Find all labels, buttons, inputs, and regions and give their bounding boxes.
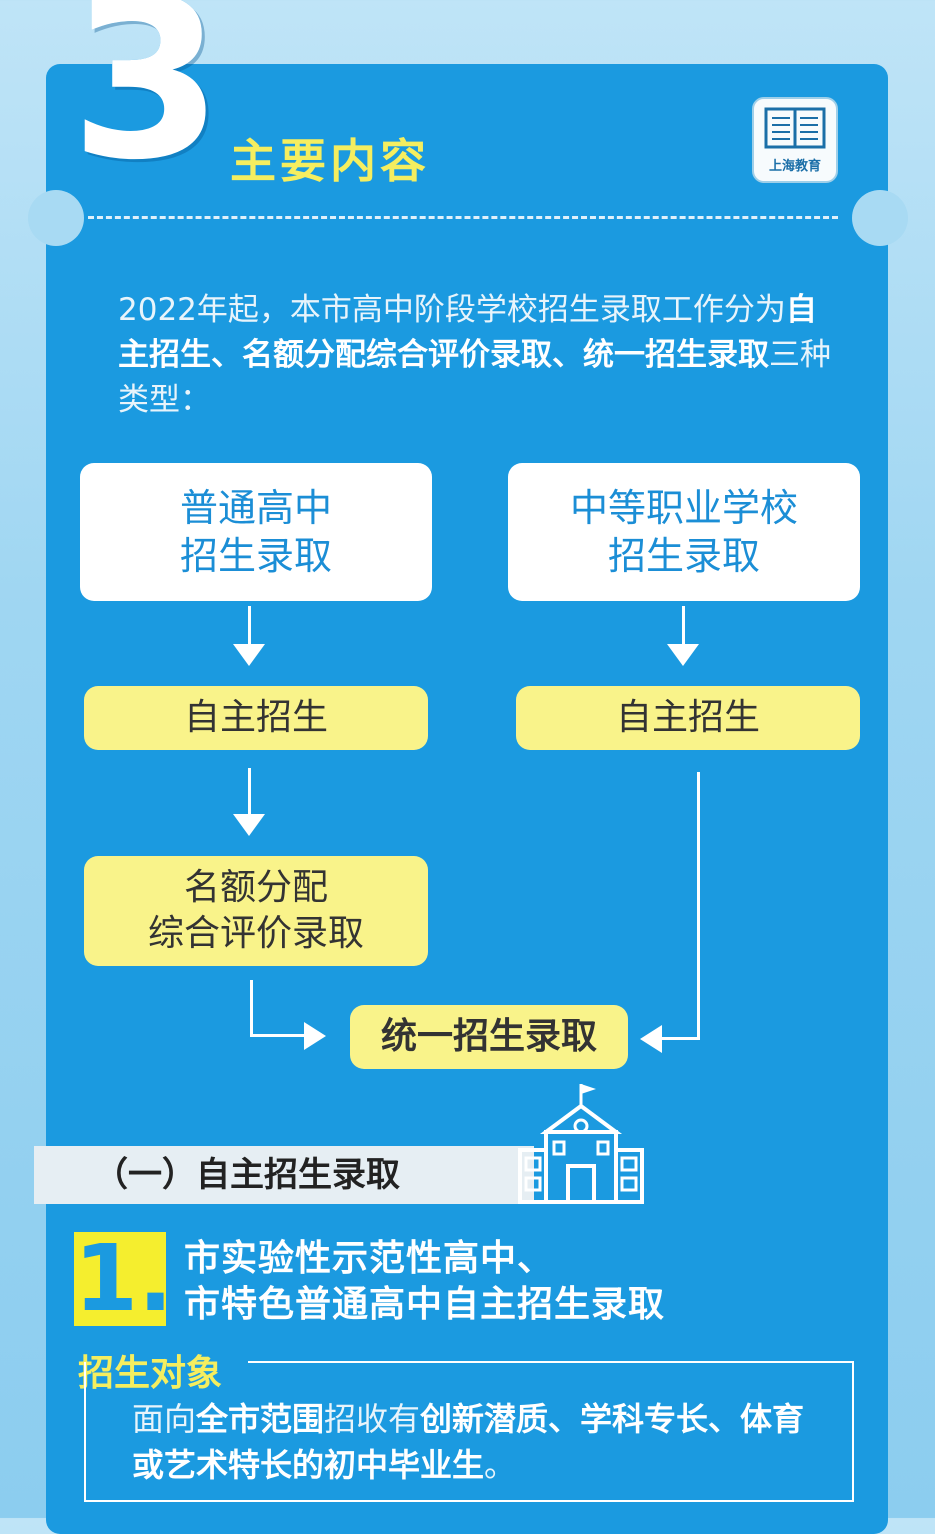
card-notch-right — [852, 190, 908, 246]
logo: 上海教育 — [752, 97, 838, 183]
intro-text-end: 三种类型： — [118, 337, 831, 418]
target-text: 招收有 — [324, 1400, 421, 1438]
box-label-line2: 综合评价录取 — [147, 913, 364, 954]
arrow-down-icon — [233, 814, 265, 836]
connector-line — [250, 980, 253, 1036]
section-title: 主要内容 — [230, 134, 430, 188]
frame-top-line — [248, 1361, 854, 1363]
box-general-high-school: 普通高中 招生录取 — [80, 463, 432, 601]
intro-text: 2022年起，本市高中阶段学校招生录取工作分为 — [118, 292, 786, 328]
subsection-banner: （一）自主招生录取 — [34, 1146, 534, 1204]
card-notch-left — [28, 190, 84, 246]
target-bold: 创新潜质、学科专长、体育或艺术特长的初中毕业生 — [132, 1400, 805, 1484]
dashed-divider — [88, 216, 838, 219]
box-label: 自主招生 — [183, 697, 328, 738]
connector-line — [250, 1034, 306, 1037]
box-label-line1: 名额分配 — [183, 867, 328, 908]
item-title: 市实验性示范性高中、 市特色普通高中自主招生录取 — [184, 1236, 665, 1328]
box-label-line2: 招生录取 — [179, 534, 332, 578]
school-building-icon — [518, 1084, 644, 1204]
target-description: 面向全市范围招收有创新潜质、学科专长、体育或艺术特长的初中毕业生。 — [132, 1396, 832, 1488]
target-text: 。 — [484, 1446, 517, 1484]
target-bold: 全市范围 — [196, 1400, 325, 1438]
item-title-line1: 市实验性示范性高中、 — [184, 1238, 555, 1279]
section-number: 3 — [70, 0, 224, 208]
box-vocational-school: 中等职业学校 招生录取 — [508, 463, 860, 601]
intro-paragraph: 2022年起，本市高中阶段学校招生录取工作分为自主招生、名额分配综合评价录取、统… — [118, 288, 838, 423]
box-label-line1: 普通高中 — [179, 486, 332, 530]
book-icon — [764, 107, 826, 149]
content-card — [46, 64, 888, 1534]
arrow-line — [248, 606, 251, 646]
target-label: 招生对象 — [78, 1353, 223, 1394]
box-label: 统一招生录取 — [380, 1016, 597, 1057]
arrow-line — [248, 768, 251, 814]
box-left-independent: 自主招生 — [84, 686, 428, 750]
arrow-right-icon — [304, 1022, 326, 1050]
target-frame — [84, 1362, 854, 1502]
box-label-line1: 中等职业学校 — [569, 486, 798, 530]
arrow-line — [682, 606, 685, 646]
item-title-line2: 市特色普通高中自主招生录取 — [184, 1284, 666, 1325]
item-number-badge: 1. — [74, 1225, 173, 1332]
connector-line — [660, 1037, 700, 1040]
connector-line — [697, 772, 700, 1040]
box-label-line2: 招生录取 — [607, 534, 760, 578]
box-quota-allocation: 名额分配 综合评价录取 — [84, 856, 428, 966]
box-right-independent: 自主招生 — [516, 686, 860, 750]
arrow-down-icon — [233, 644, 265, 666]
box-unified-admission: 统一招生录取 — [350, 1005, 628, 1069]
target-text: 面向 — [132, 1400, 197, 1438]
arrow-down-icon — [667, 644, 699, 666]
box-label: 自主招生 — [615, 697, 760, 738]
arrow-left-icon — [640, 1025, 662, 1053]
logo-text: 上海教育 — [768, 159, 821, 174]
intro-bold: 自主招生、名额分配综合评价录取、统一招生录取 — [118, 292, 817, 373]
